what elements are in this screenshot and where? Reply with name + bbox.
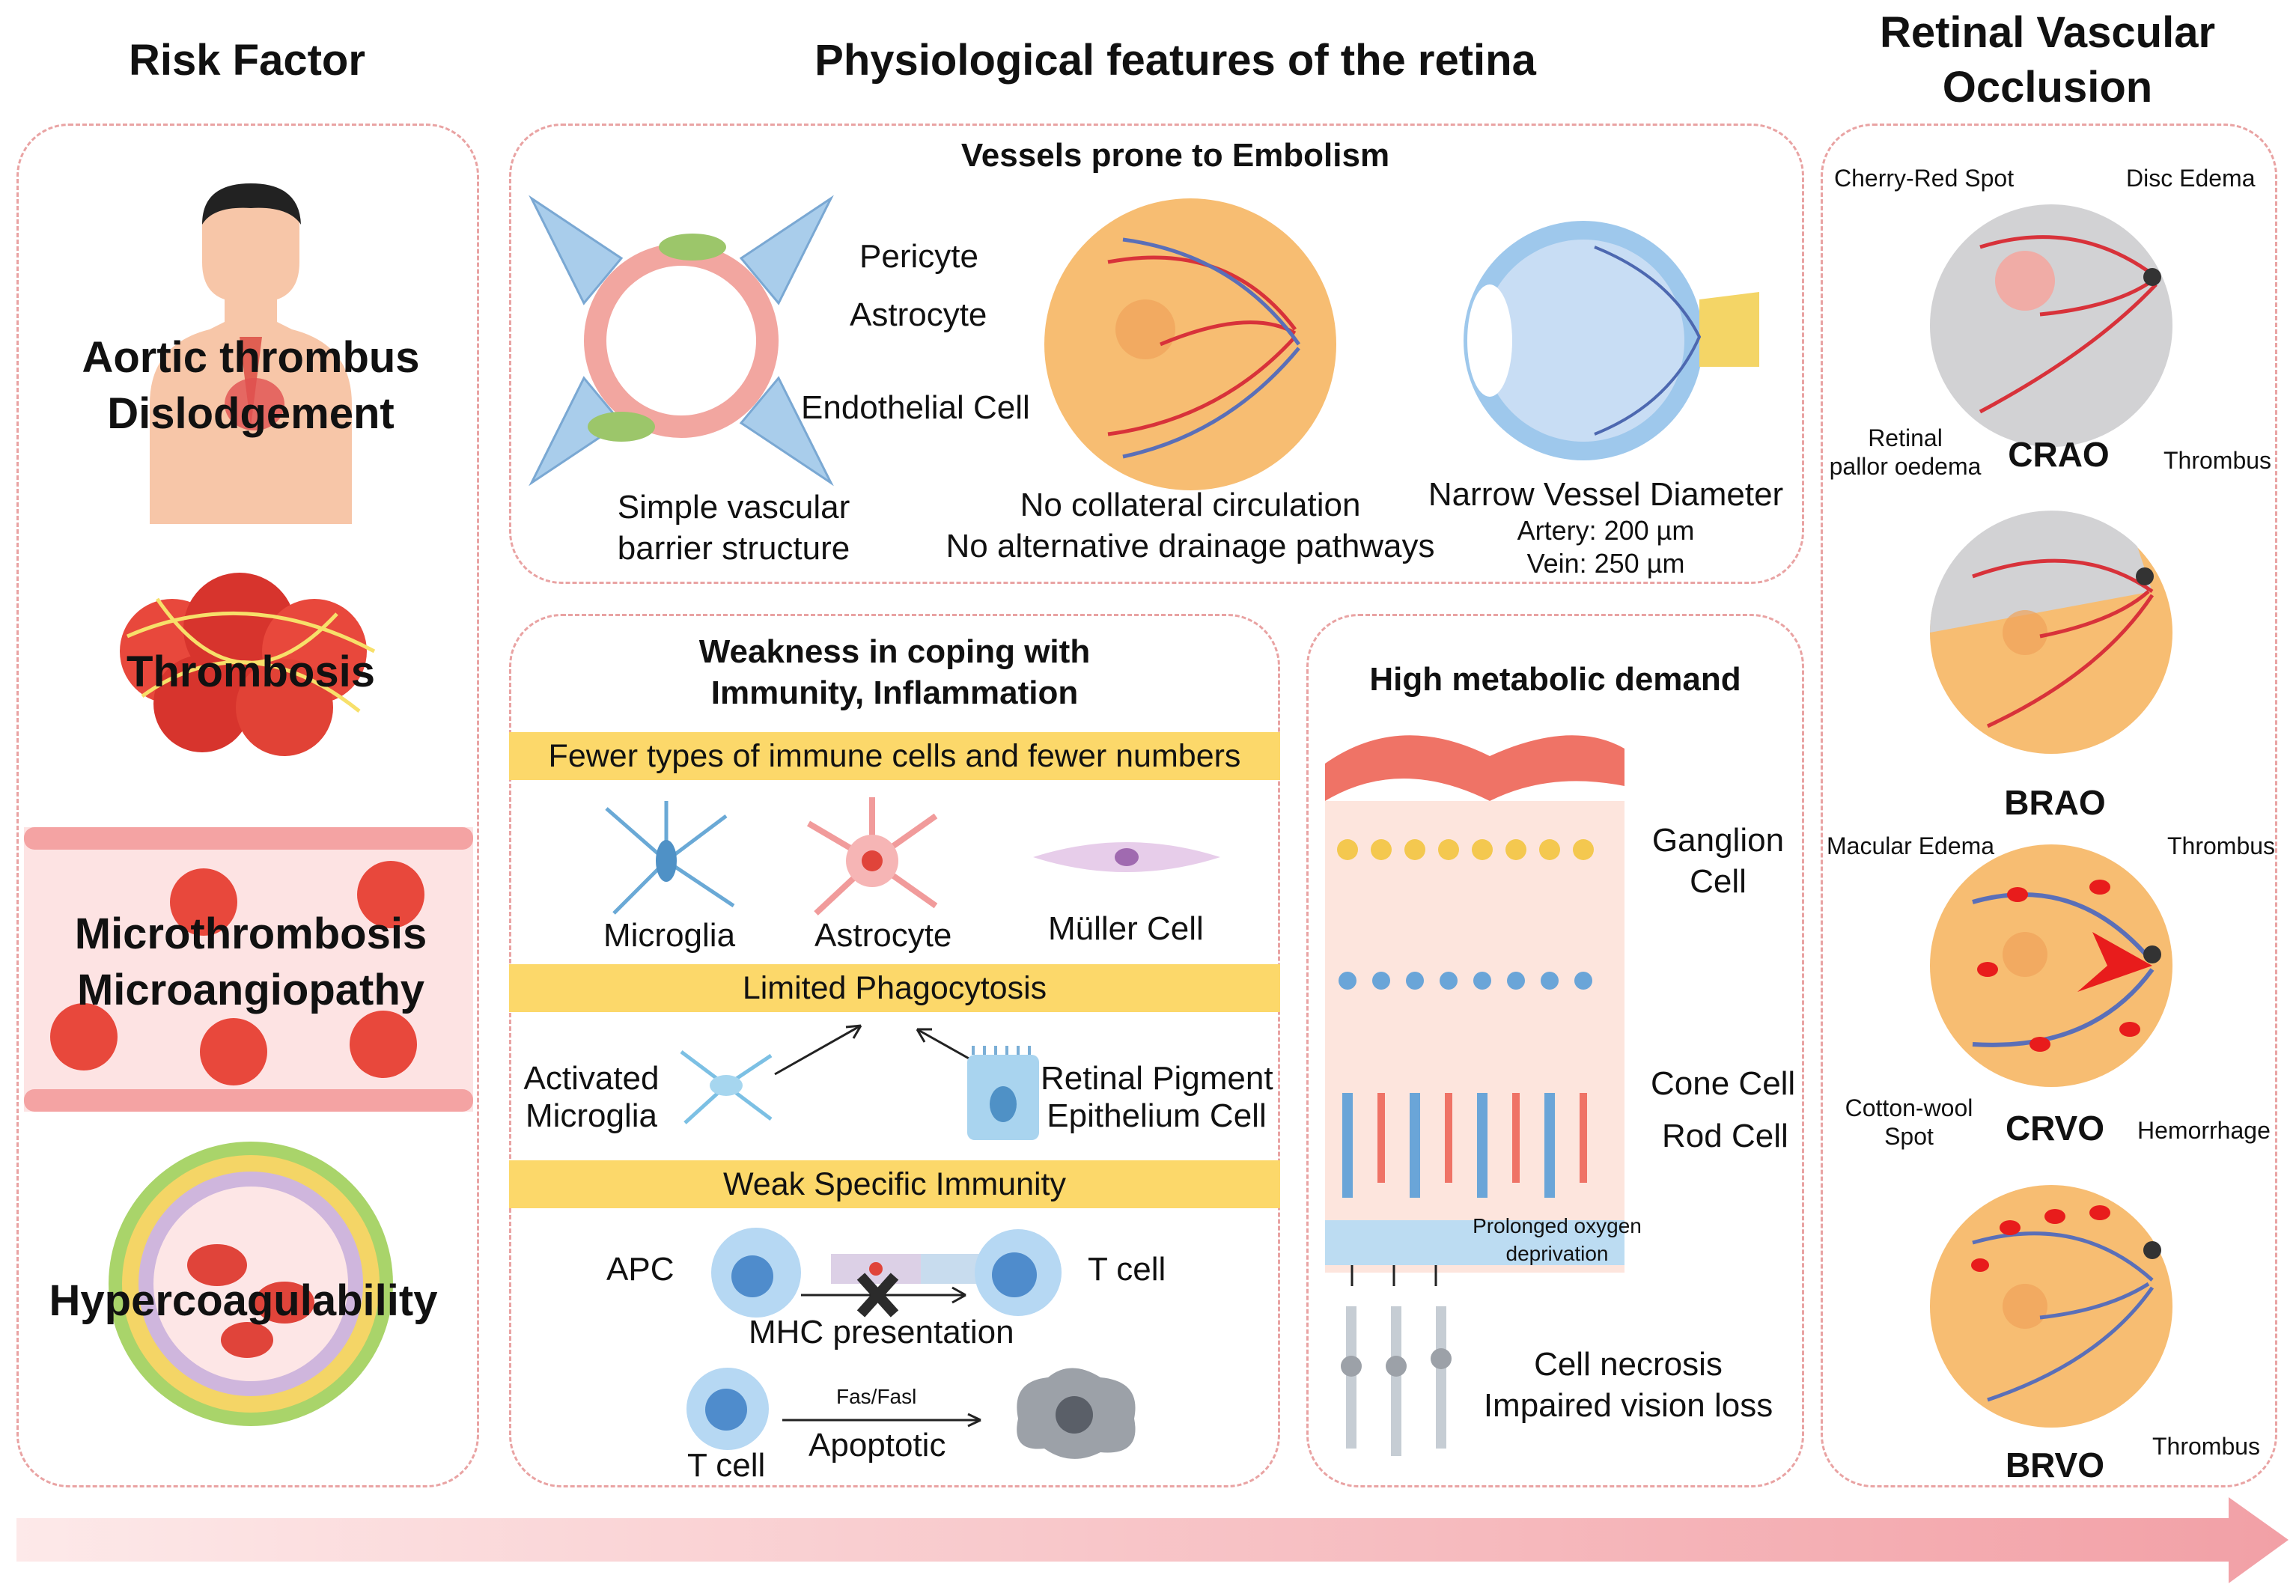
rpe-label-2: Epithelium Cell <box>1047 1097 1267 1134</box>
cone-label: Cone Cell <box>1651 1065 1796 1102</box>
cotton-label-1: Cotton-wool <box>1845 1094 1973 1121</box>
tcell-2-icon <box>686 1368 769 1450</box>
brvo-fundus <box>1930 1185 2172 1428</box>
microglia-label: Microglia <box>603 917 736 954</box>
barrier-label-1: Simple vascular <box>617 489 850 526</box>
apoptotic-cell-icon <box>1017 1368 1136 1459</box>
retina-layers-illustration <box>1325 735 1624 1273</box>
cherry-red-label: Cherry-Red Spot <box>1834 165 2015 192</box>
immunity-title-1: Weakness in coping with <box>698 633 1091 670</box>
brvo-label: BRVO <box>2005 1446 2105 1484</box>
vessels-title: Vessels prone to Embolism <box>960 137 1390 174</box>
collateral-label-2: No alternative drainage pathways <box>945 528 1435 564</box>
disc-edema-label: Disc Edema <box>2126 165 2256 192</box>
vessels-panel <box>509 124 1804 584</box>
crao-label: CRAO <box>2008 435 2110 474</box>
eye-illustration <box>1464 221 1759 460</box>
risk-microthrombosis: Microthrombosis Microangiopathy <box>74 910 427 1015</box>
tcell-label: T cell <box>1088 1251 1166 1288</box>
risk-hypercoagulability: Hypercoagulability <box>49 1276 438 1325</box>
microthrombosis-illustration <box>24 827 473 1112</box>
risk-factor-title: Risk Factor <box>129 36 365 85</box>
necrosis-label-2: Impaired vision loss <box>1483 1387 1773 1424</box>
metabolic-title: High metabolic demand <box>1369 661 1741 698</box>
muller-label: Müller Cell <box>1048 910 1204 947</box>
band-weak-specific: Weak Specific Immunity <box>509 1160 1280 1208</box>
fas-label: Fas/Fasl <box>836 1385 917 1408</box>
crao-fundus <box>1930 204 2172 447</box>
oxygen-label-1: Prolonged oxygen <box>1473 1214 1642 1237</box>
cotton-label-2: Spot <box>1884 1123 1934 1150</box>
occlusion-title: Retinal Vascular Occlusion <box>1879 8 2216 112</box>
apc-label: APC <box>606 1251 675 1288</box>
hypercoagulability-illustration <box>109 1142 393 1426</box>
pericyte-label: Pericyte <box>859 238 978 275</box>
astrocyte-immune-label: Astrocyte <box>814 917 952 954</box>
barrier-label-2: barrier structure <box>617 530 850 567</box>
oxygen-label-2: deprivation <box>1505 1242 1609 1265</box>
progression-arrow <box>16 1497 2289 1583</box>
necrosis-label-1: Cell necrosis <box>1534 1346 1723 1383</box>
tcell-2-label: T cell <box>687 1447 766 1484</box>
crvo-label: CRVO <box>2005 1109 2105 1148</box>
mhc-presentation-illustration <box>711 1228 1062 1318</box>
vein-label: Vein: 250 µm <box>1526 548 1685 579</box>
endothelial-label: Endothelial Cell <box>801 389 1030 426</box>
crvo-thrombus-label: Thrombus <box>2167 832 2276 859</box>
activated-microglia-icon <box>680 1050 773 1124</box>
activated-label-1: Activated <box>523 1060 660 1097</box>
ganglion-label-2: Cell <box>1690 863 1747 900</box>
risk-panel <box>16 124 479 1487</box>
activated-label-2: Microglia <box>525 1097 658 1134</box>
astrocyte-label: Astrocyte <box>850 296 987 333</box>
narrow-label: Narrow Vessel Diameter <box>1428 476 1784 513</box>
phagocytosis-arrows <box>774 1024 978 1076</box>
thrombosis-illustration <box>120 573 376 756</box>
macular-edema-label: Macular Edema <box>1827 832 1995 859</box>
human-torso-illustration <box>150 183 352 524</box>
vascular-barrier-illustration <box>529 195 834 487</box>
brvo-thrombus-label: Thrombus <box>2152 1433 2261 1460</box>
crvo-fundus <box>1930 844 2172 1087</box>
physio-title: Physiological features of the retina <box>814 36 1536 85</box>
hemorrhage-label: Hemorrhage <box>2137 1117 2271 1144</box>
occlusion-panel <box>1821 124 2277 1487</box>
brao-fundus <box>1929 511 2172 754</box>
band-limited-phagocytosis: Limited Phagocytosis <box>509 964 1280 1012</box>
ganglion-label-1: Ganglion <box>1651 822 1785 859</box>
apoptotic-label: Apoptotic <box>809 1427 946 1463</box>
necrotic-cells-illustration <box>1341 1306 1452 1456</box>
microglia-icon <box>605 801 735 915</box>
band-fewer-immune: Fewer types of immune cells and fewer nu… <box>509 732 1280 780</box>
pallor-label-2: pallor oedema <box>1829 453 1982 480</box>
muller-cell-icon <box>1033 842 1220 872</box>
pallor-label-1: Retinal <box>1868 424 1943 451</box>
astrocyte-immune-icon <box>806 797 938 916</box>
rod-label: Rod Cell <box>1662 1118 1788 1154</box>
crao-thrombus-label: Thrombus <box>2163 447 2272 474</box>
immunity-title-2: Immunity, Inflammation <box>710 674 1079 711</box>
brao-label: BRAO <box>2004 783 2106 822</box>
risk-thrombosis: Thrombosis <box>127 648 375 696</box>
rpe-label-1: Retinal Pigment <box>1041 1060 1273 1097</box>
immunity-panel <box>509 614 1280 1487</box>
risk-aortic: Aortic thrombus Dislodgement <box>82 333 420 439</box>
oxygen-arrows <box>1351 1265 1437 1286</box>
fundus-illustration <box>1044 198 1336 490</box>
mhc-label: MHC presentation <box>749 1314 1014 1350</box>
rpe-cell-icon <box>967 1046 1039 1140</box>
apoptotic-arrow <box>782 1413 981 1428</box>
artery-label: Artery: 200 µm <box>1517 515 1695 546</box>
metabolic-panel <box>1306 614 1804 1487</box>
collateral-label-1: No collateral circulation <box>1020 487 1361 523</box>
